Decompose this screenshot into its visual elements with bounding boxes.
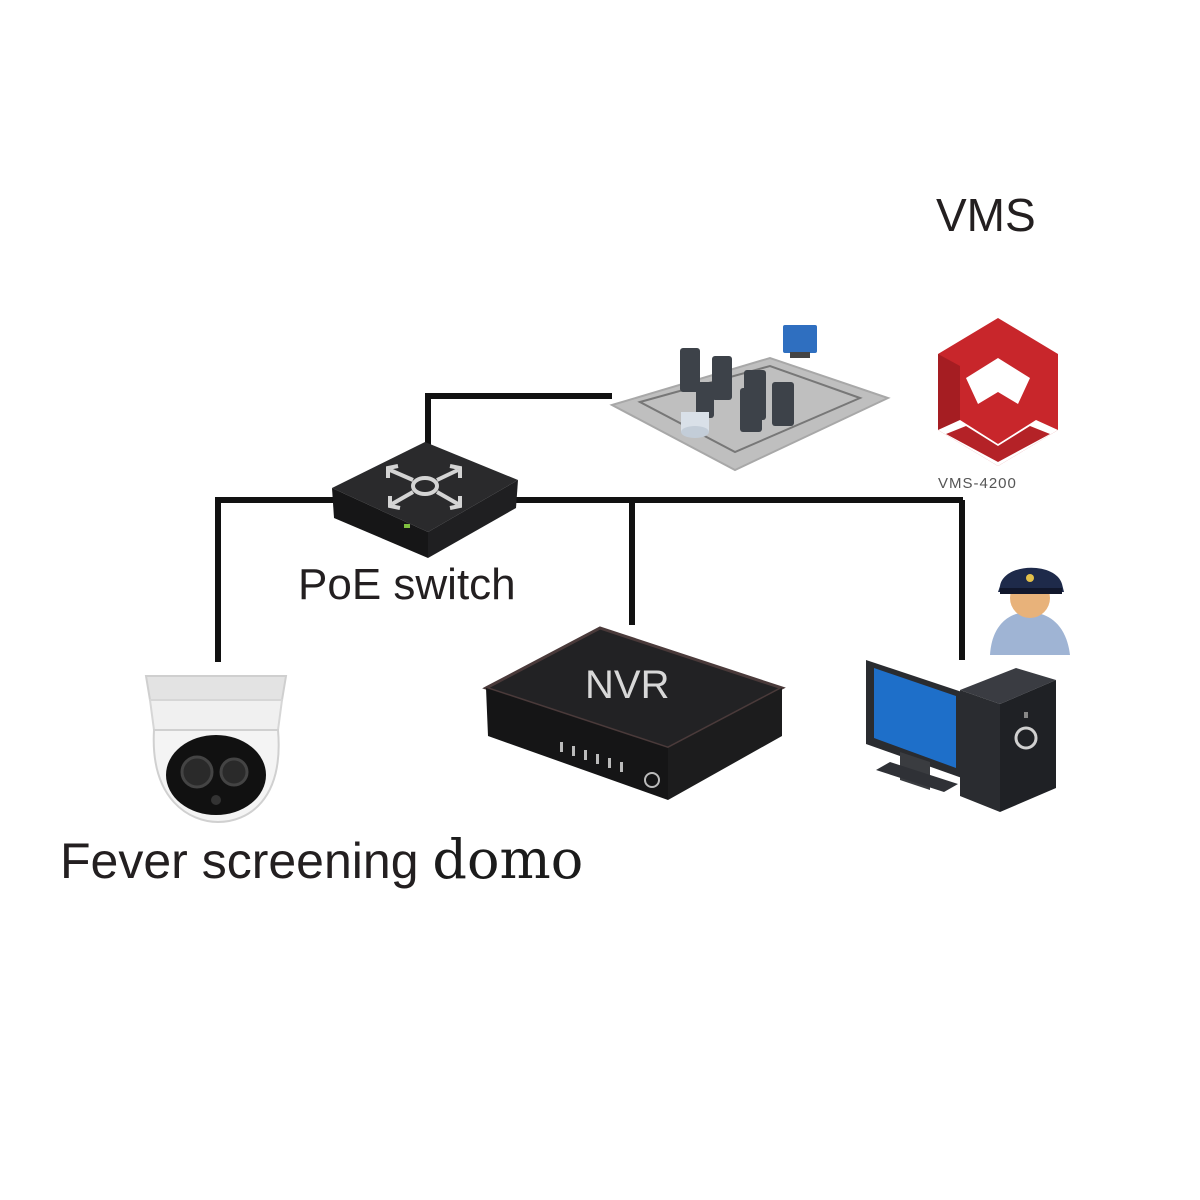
vms-logo-icon [938, 318, 1058, 466]
camera-label-main: Fever screening [60, 833, 419, 889]
nvr-icon [482, 626, 786, 800]
operator-icon [990, 567, 1070, 655]
nvr-label: NVR [585, 663, 670, 707]
camera-label: Fever screening domo [60, 828, 583, 891]
vms-model-label: VMS-4200 [938, 475, 1017, 492]
line-switch-to-camera [215, 497, 340, 662]
camera-label-suffix: domo [432, 828, 584, 891]
poe-switch-icon [332, 442, 518, 558]
vms-label: VMS [936, 189, 1036, 241]
connection-lines [215, 393, 965, 662]
switch-arrows-icon [386, 464, 462, 510]
poe-switch-label: PoE switch [298, 560, 516, 609]
workstation-icon [866, 660, 1056, 812]
nvr-front-panel [560, 742, 660, 788]
fever-camera-icon [144, 675, 288, 824]
server-room-icon [609, 325, 891, 472]
